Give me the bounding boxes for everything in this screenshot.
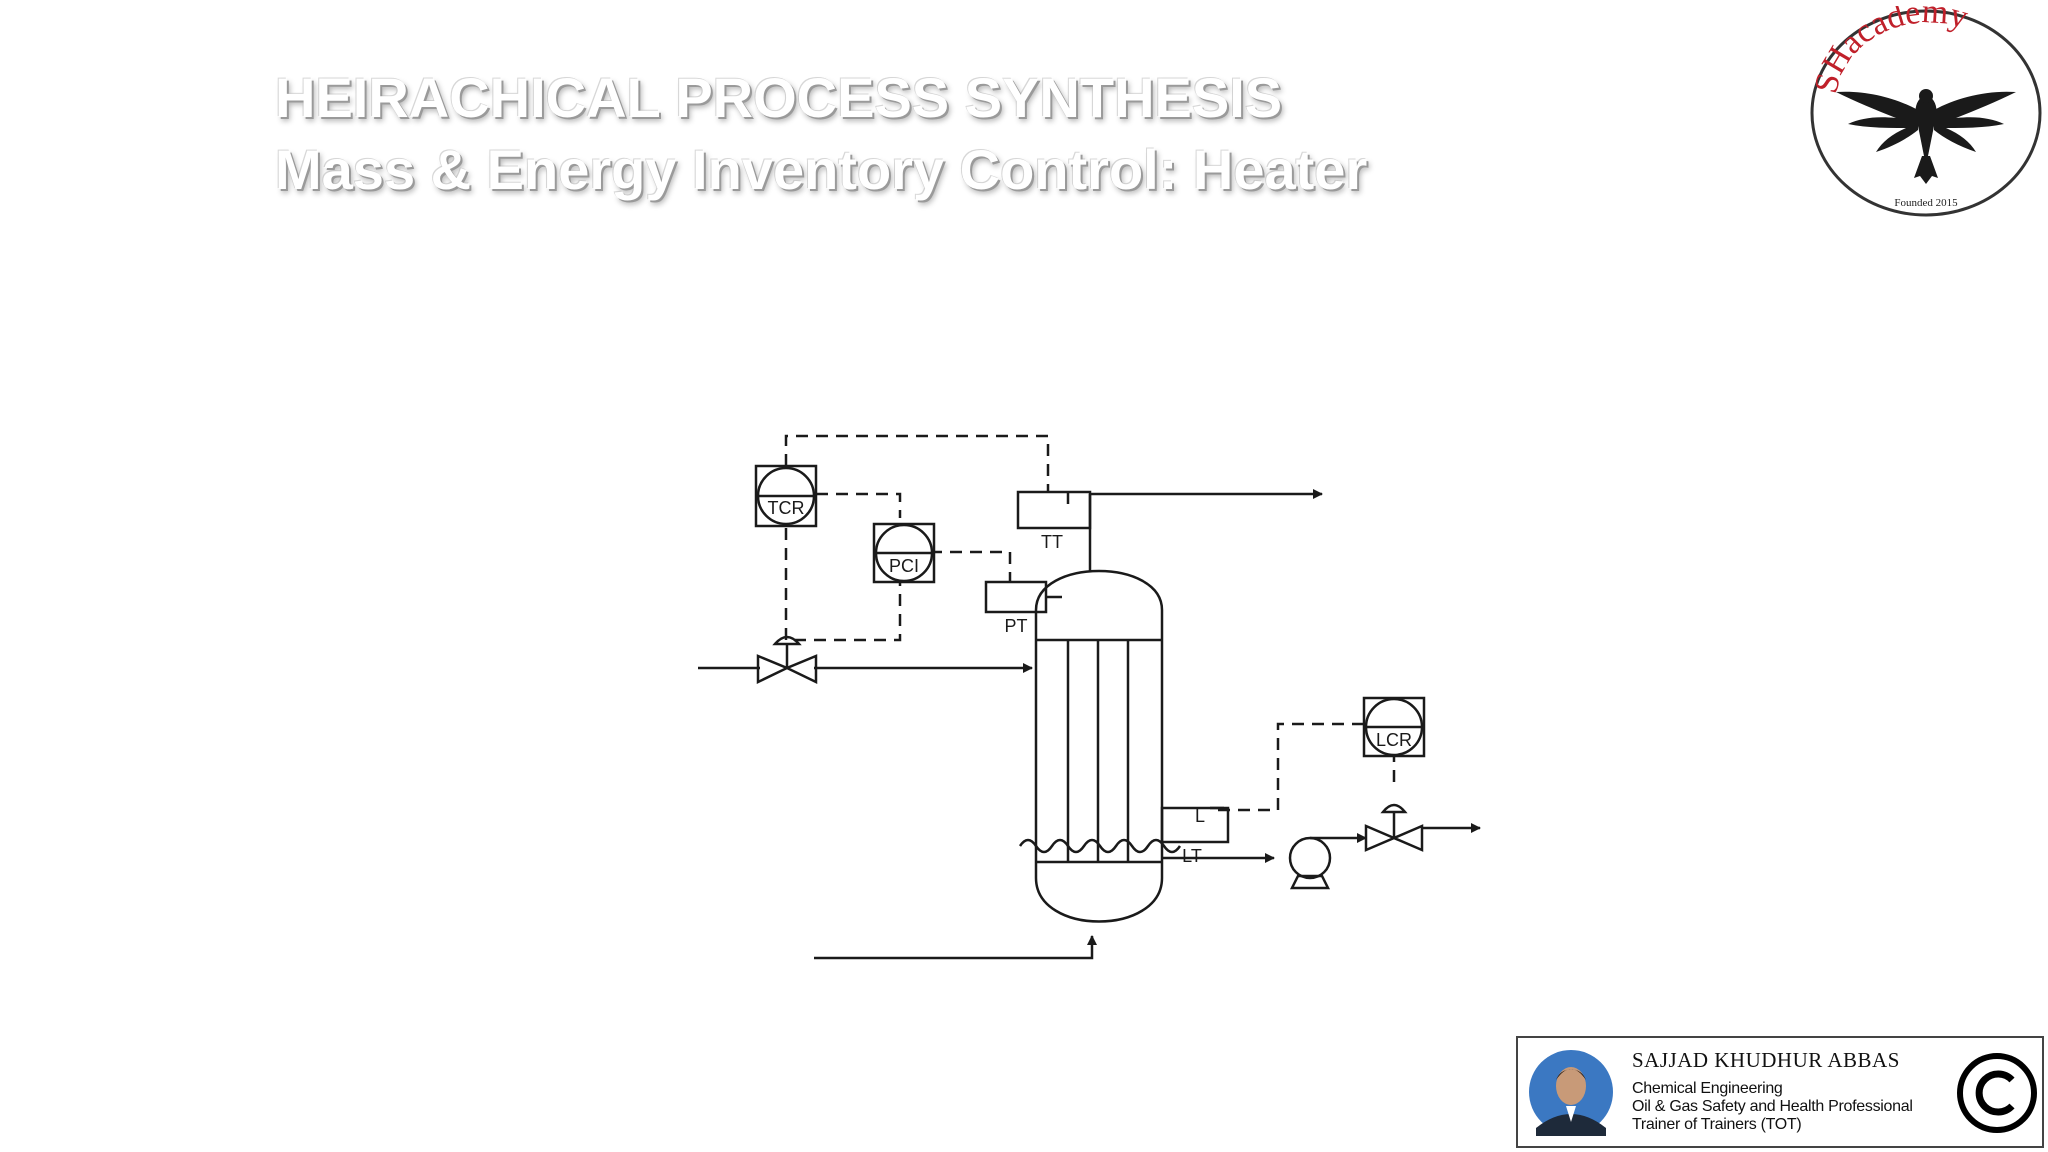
avatar — [1529, 1050, 1613, 1136]
lcr-controller — [1362, 696, 1426, 758]
author-name: SAJJAD KHUDHUR ABBAS — [1632, 1048, 1900, 1072]
lcr-label: LCR — [1376, 730, 1412, 750]
tt-label: TT — [1041, 532, 1063, 552]
slide-title: HEIRACHICAL PROCESS SYNTHESIS Mass & Ene… — [275, 62, 1367, 206]
title-line-2: Mass & Energy Inventory Control: Heater — [275, 138, 1368, 201]
level-transmitter — [1160, 806, 1230, 844]
author-card: SAJJAD KHUDHUR ABBAS Chemical Engineerin… — [1516, 1036, 2044, 1148]
bottom-feed-line — [814, 935, 1097, 960]
pci-label: PCI — [889, 556, 919, 576]
tcr-controller — [754, 464, 818, 528]
pci-indicator — [872, 522, 936, 584]
heater-vessel — [1018, 569, 1182, 923]
pump-icon — [1288, 836, 1346, 890]
tt-transmitter — [1016, 490, 1092, 530]
author-title-1: Chemical Engineering — [1632, 1080, 1783, 1097]
tcr-label: TCR — [768, 498, 805, 518]
eagle-icon — [1836, 89, 2016, 184]
heater-control-diagram: TCR PCI LCR TT PT LT L — [698, 434, 1481, 960]
shacademy-logo: SHacademy Founded 2015 — [1808, 6, 2042, 217]
copyright-icon — [1957, 1053, 2037, 1133]
level-l-label: L — [1195, 806, 1205, 826]
author-title-2: Oil & Gas Safety and Health Professional — [1632, 1098, 1913, 1115]
lt-label: LT — [1182, 846, 1202, 866]
level-control-valve — [1364, 803, 1424, 852]
signal-lines — [784, 434, 1396, 812]
title-line-1: HEIRACHICAL PROCESS SYNTHESIS — [275, 66, 1283, 129]
author-title-3: Trainer of Trainers (TOT) — [1632, 1116, 1802, 1133]
logo-founded: Founded 2015 — [1894, 197, 1958, 209]
feed-control-valve — [756, 635, 818, 684]
pt-label: PT — [1004, 616, 1027, 636]
